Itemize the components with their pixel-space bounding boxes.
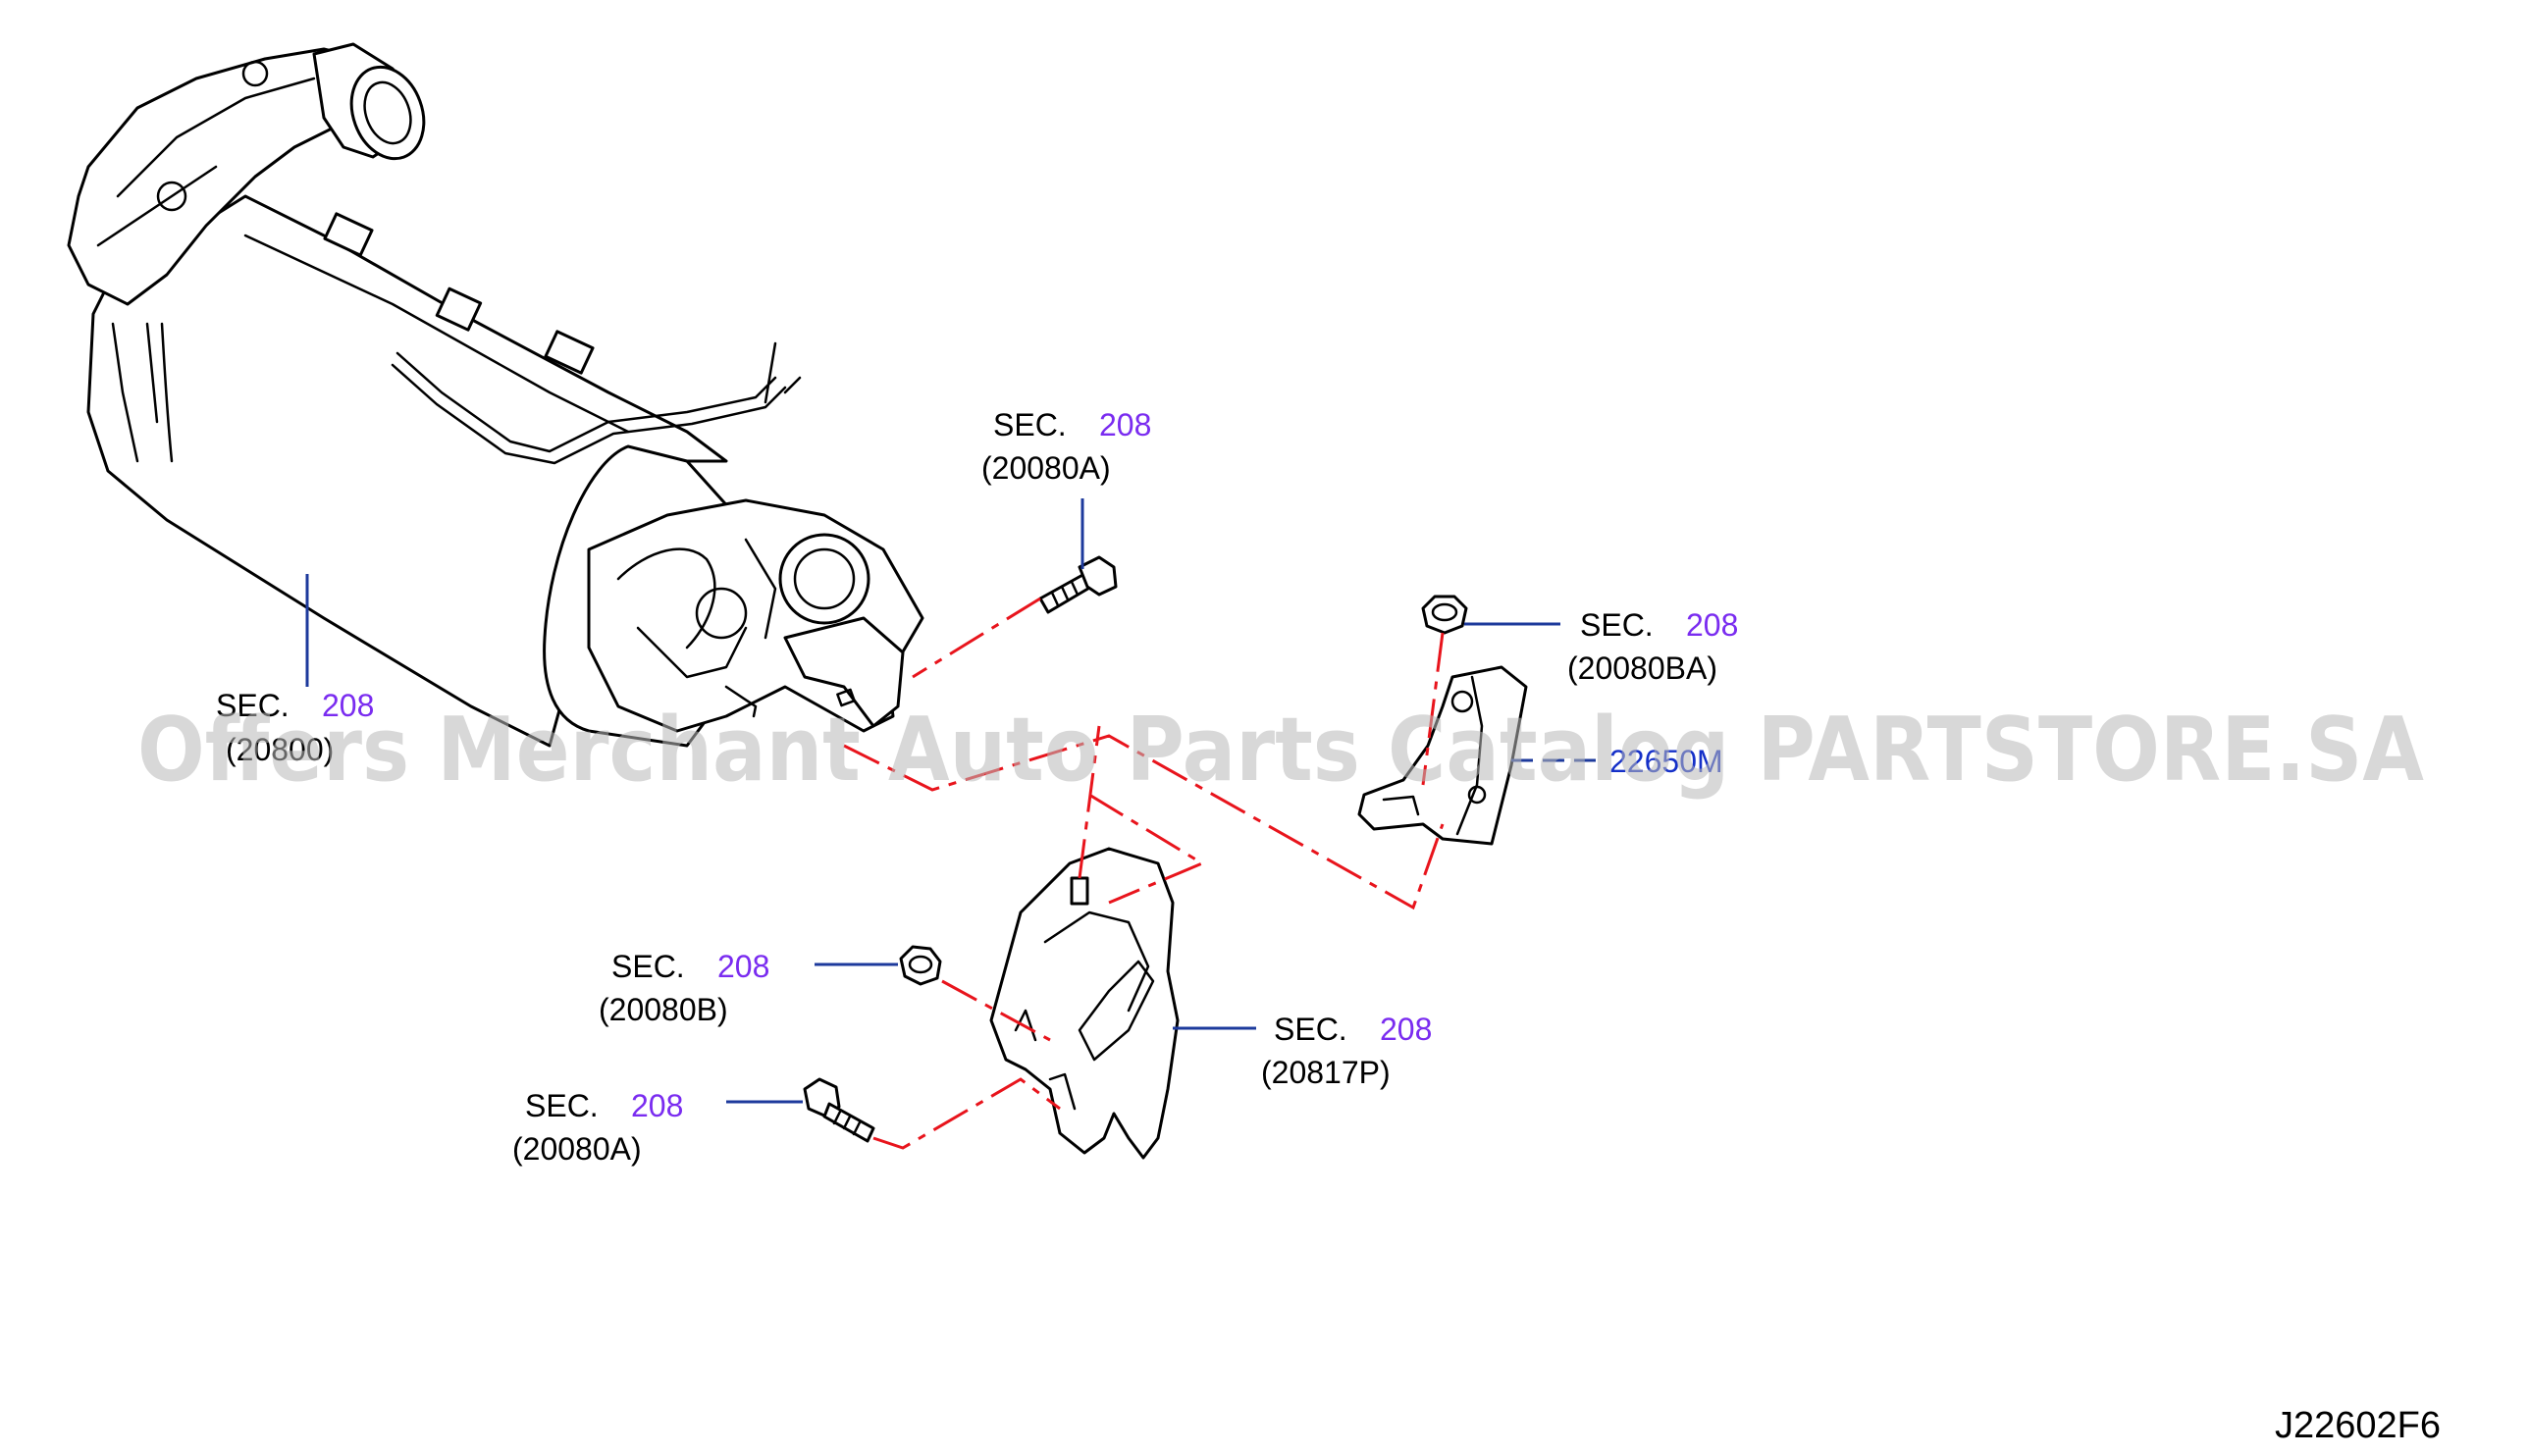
part-number: (20080B) xyxy=(599,992,728,1027)
part-number: (20080A) xyxy=(512,1131,642,1167)
sec-number-link[interactable]: 208 xyxy=(1099,407,1151,442)
part-number: (20800) xyxy=(226,732,334,767)
flange-nut-right[interactable] xyxy=(1421,595,1468,635)
sec-number-link[interactable]: 208 xyxy=(322,688,374,723)
sensor-bracket-right[interactable] xyxy=(1357,665,1528,846)
callout-converter: SEC. 208 (20800) xyxy=(216,688,374,767)
callout-bolt-bottom: SEC. 208 (20080A) xyxy=(512,1088,683,1167)
callout-nut-right: SEC. 208 (20080BA) xyxy=(1567,607,1738,686)
sec-label: SEC. xyxy=(525,1088,599,1123)
part-number: 22650M xyxy=(1609,744,1723,779)
sec-label: SEC. xyxy=(1274,1012,1347,1047)
sec-label: SEC. xyxy=(611,949,685,984)
sec-label: SEC. xyxy=(216,688,290,723)
sec-number-link[interactable]: 208 xyxy=(1686,607,1738,643)
callout-bracket: SEC. 208 (20817P) xyxy=(1261,1012,1432,1090)
callout-sensor: 22650M xyxy=(1609,744,1723,779)
assembly-dashed-lines xyxy=(843,597,1445,1150)
part-number: (20817P) xyxy=(1261,1055,1391,1090)
leader-lines xyxy=(305,498,1600,1104)
watermark: Offers Merchant Auto Parts Catalog PARTS… xyxy=(137,699,2424,802)
callout-nut-left: SEC. 208 (20080B) xyxy=(599,949,769,1027)
part-number: (20080A) xyxy=(981,450,1111,486)
flange-nut-left[interactable] xyxy=(899,945,942,986)
flange-bolt-top[interactable] xyxy=(1038,555,1118,614)
sec-number-link[interactable]: 208 xyxy=(717,949,769,984)
sec-label: SEC. xyxy=(1580,607,1654,643)
sec-label: SEC. xyxy=(993,407,1067,442)
flange-bolt-bottom[interactable] xyxy=(803,1077,875,1143)
sec-number-link[interactable]: 208 xyxy=(631,1088,683,1123)
part-number: (20080BA) xyxy=(1567,650,1717,686)
diagram-code: J22602F6 xyxy=(2275,1405,2441,1446)
callout-bolt-top: SEC. 208 (20080A) xyxy=(981,407,1151,486)
catalytic-converter-illustration xyxy=(67,42,924,748)
sec-number-link[interactable]: 208 xyxy=(1380,1012,1432,1047)
heat-shield-bracket[interactable] xyxy=(989,847,1180,1160)
